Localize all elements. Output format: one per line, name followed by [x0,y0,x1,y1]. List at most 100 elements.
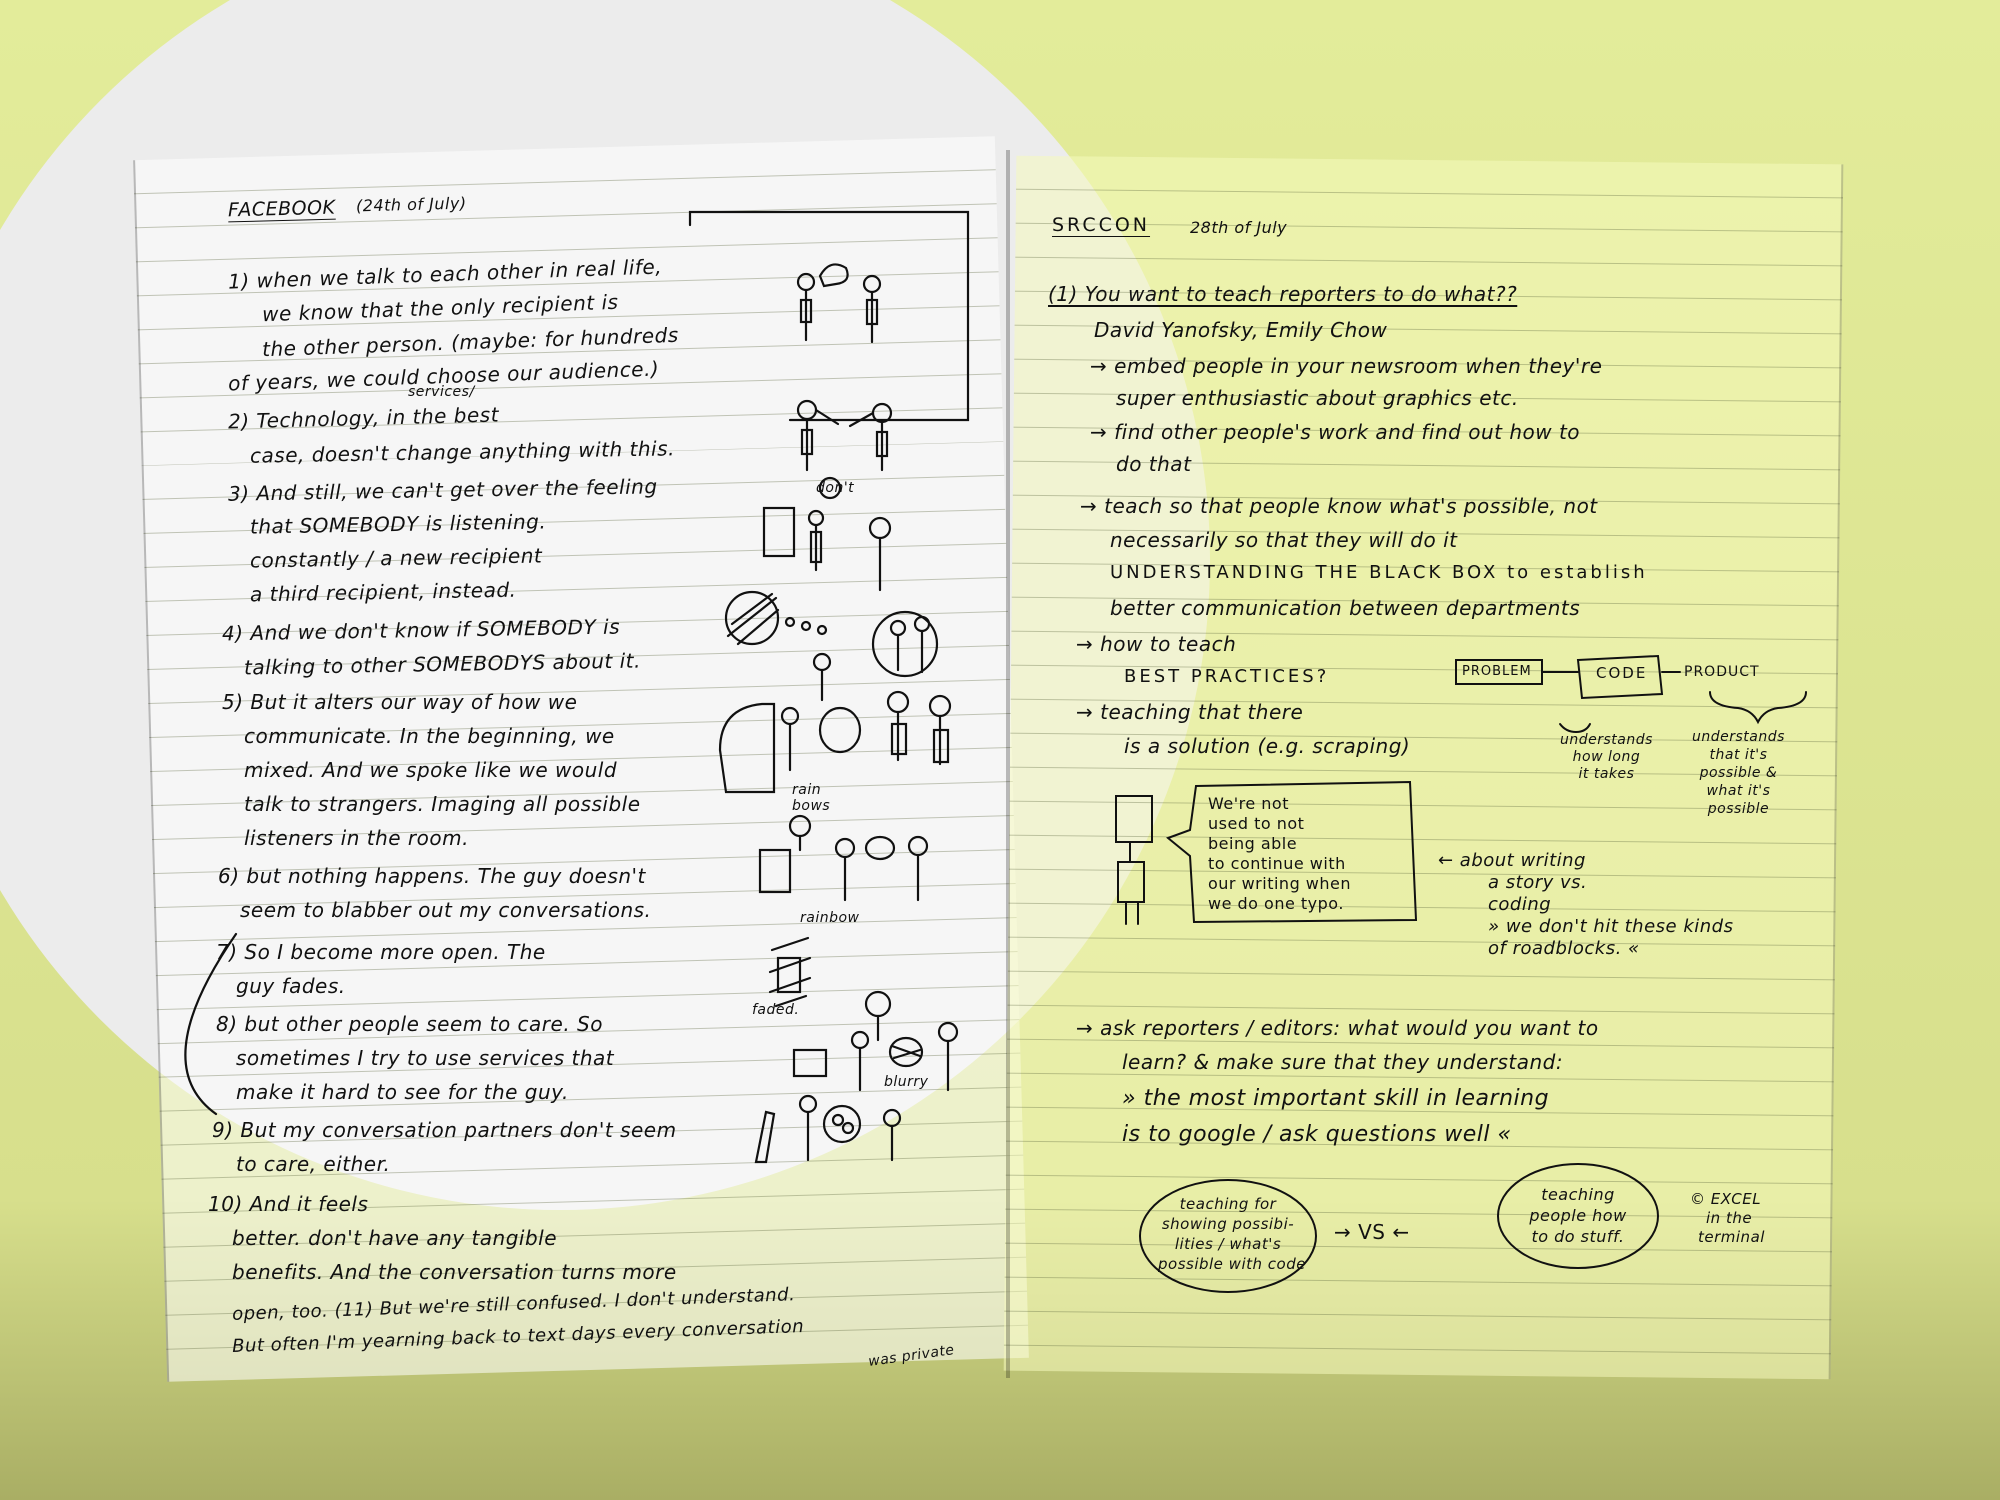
note-line: to care, either. [236,1152,391,1176]
about-note: ← about writing a story vs. coding » we … [1438,850,1733,960]
note-line: possible [1707,801,1770,817]
bubble-line: teaching [1541,1185,1615,1204]
speech-bubble-text: We're not used to not being able to cont… [1208,794,1351,914]
note-line: listeners in the room. [244,826,469,850]
note-line: of roadblocks. « [1488,938,1640,959]
talk-heading: (1) You want to teach reporters to do wh… [1048,282,1518,306]
bubble-line: possible with code [1158,1255,1306,1273]
note-line: necessarily so that they will do it [1110,528,1458,552]
sketch-label-blurry: blurry [884,1074,929,1090]
note-line: is to google / ask questions well « [1122,1122,1512,1147]
sketch-label-rainbows: rain bows [792,782,831,814]
bubble-line: to do stuff. [1531,1227,1625,1246]
note-line: » the most important skill in learning [1122,1086,1550,1111]
note-line: coding [1488,894,1552,915]
flow-product-label: PRODUCT [1684,664,1760,680]
bubble-line: teaching for [1179,1195,1277,1213]
bubble-line: being able [1208,834,1298,853]
note-line: UNDERSTANDING THE BLACK BOX to establish [1110,562,1648,583]
note-line: sometimes I try to use services that [236,1046,615,1070]
note-line: learn? & make sure that they understand: [1122,1050,1564,1074]
note-line: it takes [1578,766,1635,782]
bubble-right-text: teaching people how to do stuff. [1518,1184,1638,1247]
note-line: terminal [1698,1228,1765,1246]
note-line: → find other people's work and find out … [1090,420,1581,444]
note-line: better communication between departments [1110,596,1581,620]
note-line: that it's [1709,747,1768,763]
bubble-right-outline [1497,1163,1659,1269]
note-line: super enthusiastic about graphics etc. [1116,386,1519,410]
stick-figures-talking [796,263,882,344]
note-line: how long [1572,749,1641,765]
speech-bubble-outline [1166,780,1418,924]
code-box [1576,654,1664,700]
stick-figures-listening [762,476,892,592]
bubble-left-outline [1139,1179,1317,1293]
note-line: is a solution (e.g. scraping) [1124,734,1411,758]
flow-note-right: understands that it's possible & what it… [1692,728,1785,818]
note-line: make it hard to see for the guy. [236,1080,569,1104]
bracket-line [688,210,970,422]
note-line: seem to blabber out my conversations. [240,898,652,922]
notebook-spine [1006,150,1010,1378]
bubble-line: We're not [1208,794,1289,813]
note-line: → teaching that there [1076,700,1304,724]
flow-note-left: understands how long it takes [1560,732,1653,783]
note-line: understands [1560,732,1653,748]
robot-body [1117,841,1145,925]
bubble-left-text: teaching for showing possibi- lities / w… [1158,1194,1306,1274]
note-line: 9) But my conversation partners don't se… [212,1118,677,1142]
note-line: 8) but other people seem to care. So [216,1012,603,1036]
stick-figures-fading [758,814,929,902]
note-line: in the [1706,1209,1753,1227]
bubble-line: our writing when [1208,874,1352,893]
bubble-line: we do one typo. [1208,894,1344,913]
robot-head [1115,795,1153,843]
flow-code-label: CODE [1596,664,1648,682]
note-line: benefits. And the conversation turns mor… [232,1260,677,1284]
note-line: → teach so that people know what's possi… [1080,494,1598,518]
note-line: 6) but nothing happens. The guy doesn't [218,864,646,888]
vs-label: → VS ← [1334,1220,1410,1244]
note-line: a story vs. [1488,872,1588,893]
note-line: 7) So I become more open. The [216,940,546,964]
note-line: better. don't have any tangible [232,1226,558,1250]
note-line: © EXCEL [1690,1190,1762,1208]
note-line: » we don't hit these kinds [1488,916,1734,937]
note-line: → how to teach [1076,632,1237,656]
note-line: mixed. And we spoke like we would [244,758,618,782]
stick-figures-rainbows [718,690,952,794]
sketch-label-dont: don't [816,480,855,496]
bubble-line: to continue with [1208,854,1346,873]
note-line: 10) And it feels [208,1192,369,1216]
brace-left [1559,723,1591,734]
right-page-date: 28th of July [1190,218,1288,237]
bubble-line: showing possibi- [1161,1215,1295,1233]
faded-figure [768,936,812,1008]
bubble-line: people how [1529,1206,1627,1225]
excel-note: © EXCEL in the terminal [1690,1190,1765,1247]
bubble-line: used to not [1208,814,1305,833]
note-line: do that [1116,452,1192,476]
stick-figures-blurry [754,990,959,1164]
note-line: ← about writing [1438,850,1586,871]
brace-right [1709,691,1807,725]
note-line: talk to strangers. Imaging all possible [244,792,641,816]
note-line: → embed people in your newsroom when the… [1090,354,1603,378]
speakers: David Yanofsky, Emily Chow [1094,318,1388,342]
right-page-title: SRCCON [1052,214,1151,236]
bubble-line: lities / what's [1174,1235,1282,1253]
note-line: guy fades. [236,974,346,998]
note-annotation: services/ [408,384,475,400]
note-line: understands [1692,729,1785,745]
note-line: → ask reporters / editors: what would yo… [1076,1016,1599,1040]
sketch-label-faded: faded. [752,1002,800,1018]
arrow-line [184,932,238,1116]
note-line: BEST PRACTICES? [1124,666,1330,687]
stick-figures-phones [796,399,893,472]
sketch-label-rainbow: rainbow [800,910,860,926]
flow-problem-label: PROBLEM [1462,664,1532,679]
